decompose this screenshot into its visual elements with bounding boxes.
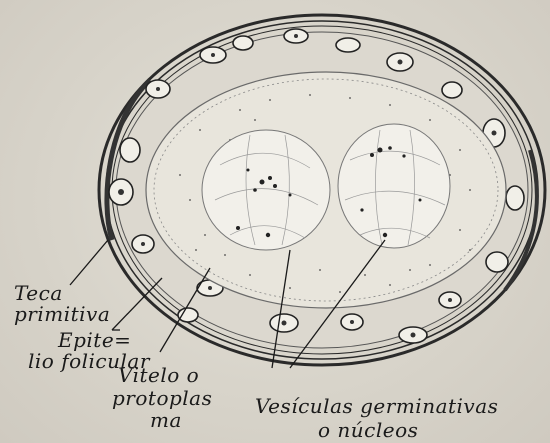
label-vesiculas-line2: o núcleos bbox=[318, 420, 418, 440]
label-vitelo-line3: ma bbox=[150, 410, 182, 430]
label-epitelio-line1: Epite= bbox=[58, 330, 131, 350]
label-teca-line2: primitiva bbox=[14, 304, 110, 324]
label-vesiculas-line1: Vesículas germinativas bbox=[255, 396, 498, 416]
label-vitelo-line1: Vitelo o bbox=[118, 365, 199, 385]
label-teca-line1: Teca bbox=[14, 283, 63, 303]
germinal-vesicle-left bbox=[202, 130, 330, 250]
germinal-vesicle-right bbox=[338, 124, 450, 248]
label-vitelo-line2: protoplas bbox=[112, 388, 212, 408]
